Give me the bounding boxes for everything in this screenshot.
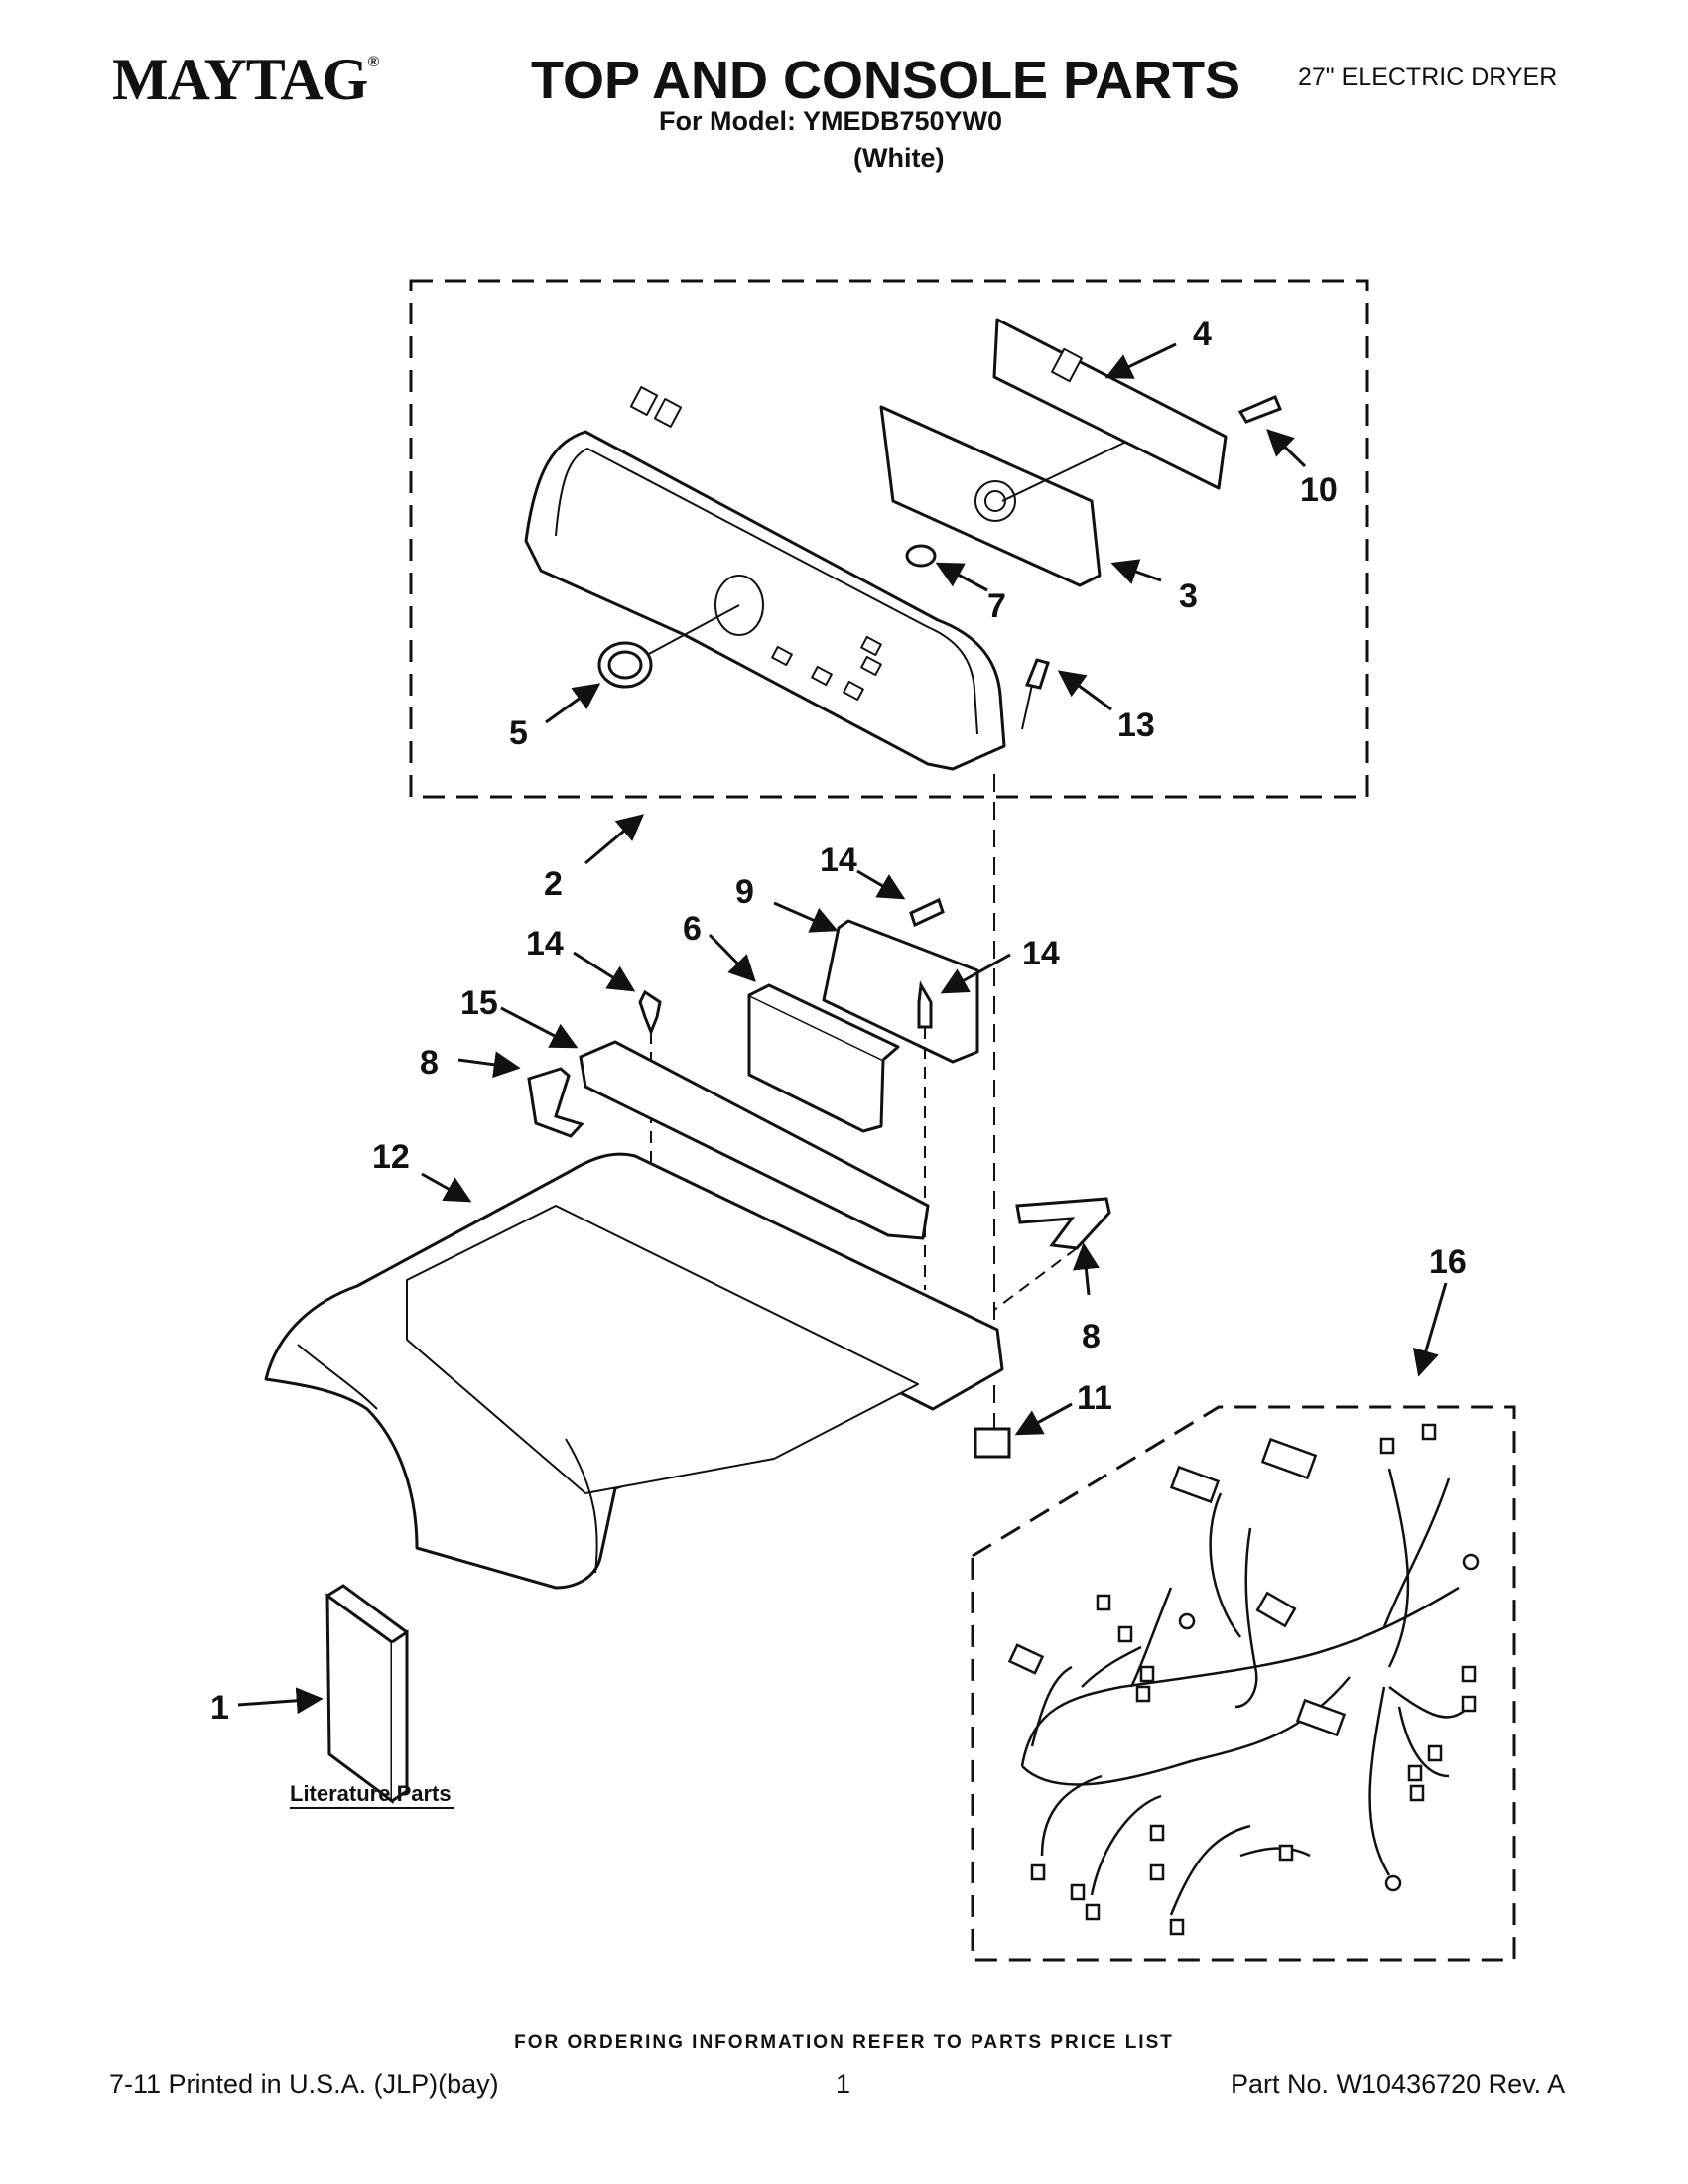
console-panel <box>524 386 1006 771</box>
callout-9: 9 <box>735 873 754 911</box>
callout-11: 11 <box>1077 1379 1112 1417</box>
knob-leader <box>646 604 740 656</box>
callout-14-left: 14 <box>526 925 564 963</box>
knob <box>597 641 653 689</box>
callout-2: 2 <box>544 865 563 903</box>
foam-strip-right <box>1015 1197 1111 1250</box>
foam-strip-left <box>527 1067 584 1138</box>
wire-harness <box>1020 1468 1470 1916</box>
page-number: 1 <box>836 2069 851 2099</box>
console-mount-bracket <box>579 1040 930 1240</box>
callout-6: 6 <box>683 910 702 948</box>
brand-logo: MAYTAG® <box>112 46 379 114</box>
callout-10: 10 <box>1300 471 1338 509</box>
screw-10 <box>1237 395 1282 424</box>
foam-right-dash <box>993 1247 1078 1311</box>
callout-numbers: 4 10 3 7 13 5 2 14 9 6 14 14 15 8 12 8 1… <box>210 316 1467 1809</box>
product-type: 27" ELECTRIC DRYER <box>1298 64 1558 91</box>
screw-14-top <box>909 897 945 928</box>
control-board <box>992 318 1228 490</box>
callout-13: 13 <box>1117 707 1155 744</box>
callout-14-right: 14 <box>1022 935 1060 972</box>
model-line: For Model: YMEDB750YW0 <box>659 106 1003 136</box>
registered-mark: ® <box>367 54 379 70</box>
callout-16: 16 <box>1429 1243 1467 1281</box>
console-bracket <box>879 405 1102 587</box>
literature-label: Literature Parts <box>290 1781 452 1806</box>
callout-1: 1 <box>210 1689 229 1727</box>
screw-13-leader <box>1021 684 1033 730</box>
color-line: (White) <box>853 143 945 173</box>
screw-14-left <box>638 989 662 1037</box>
machine-control <box>747 983 900 1133</box>
callout-12: 12 <box>372 1138 410 1176</box>
callout-7: 7 <box>987 587 1006 625</box>
callout-4: 4 <box>1193 316 1212 353</box>
board-leader <box>1001 441 1127 502</box>
top-panel <box>264 1152 1004 1590</box>
print-info: 7-11 Printed in U.S.A. (JLP)(bay) <box>109 2069 499 2099</box>
callout-3: 3 <box>1179 578 1198 615</box>
harness-connectors <box>1007 1423 1480 1936</box>
mounting-bracket <box>822 919 979 1064</box>
brand-name: MAYTAG <box>112 47 368 112</box>
console-assembly-box <box>409 279 1369 799</box>
wire-harness-box <box>971 1405 1516 1962</box>
callout-8-right: 8 <box>1082 1318 1101 1355</box>
literature-book <box>325 1584 409 1804</box>
page-title: TOP AND CONSOLE PARTS <box>531 51 1241 110</box>
callout-8-left: 8 <box>420 1044 439 1082</box>
foot-bumper <box>974 1427 1011 1459</box>
callout-5: 5 <box>509 714 528 752</box>
ordering-note: FOR ORDERING INFORMATION REFER TO PARTS … <box>514 2032 1174 2053</box>
callout-14-top: 14 <box>820 841 857 879</box>
part-number: Part No. W10436720 Rev. A <box>1231 2069 1566 2099</box>
callout-15: 15 <box>460 984 498 1022</box>
leader-arrows <box>237 342 1448 1715</box>
knob-washer <box>905 544 937 568</box>
screw-13 <box>1024 658 1050 690</box>
